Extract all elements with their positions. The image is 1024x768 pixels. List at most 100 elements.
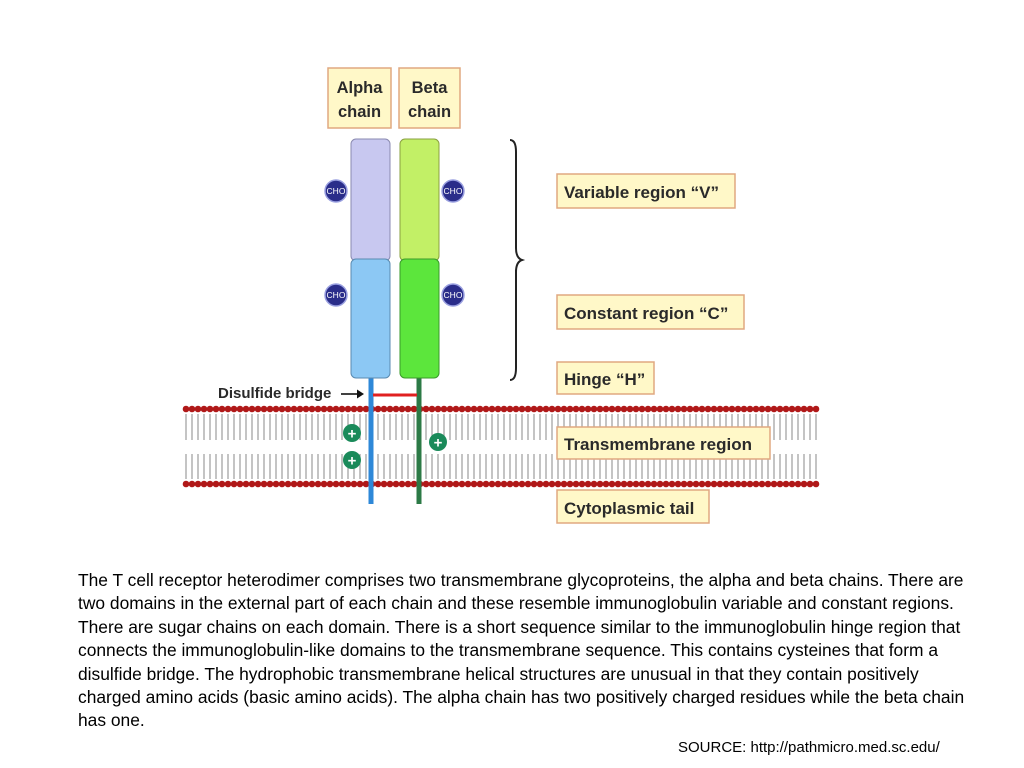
svg-text:chain: chain [338, 103, 381, 121]
lipid-head [338, 405, 346, 413]
lipid-head [428, 480, 436, 488]
lipid-head [602, 405, 610, 413]
lipid-head [710, 405, 718, 413]
lipid-head [458, 405, 466, 413]
lipid-head [734, 405, 742, 413]
lipid-head [260, 405, 268, 413]
lipid-head [230, 405, 238, 413]
lipid-head [740, 405, 748, 413]
lipid-head [290, 480, 298, 488]
lipid-head [680, 405, 688, 413]
lipid-head [764, 405, 772, 413]
lipid-head [626, 405, 634, 413]
lipid-head [518, 405, 526, 413]
lipid-head [224, 405, 232, 413]
svg-text:Cytoplasmic tail: Cytoplasmic tail [564, 499, 694, 518]
lipid-head [644, 480, 652, 488]
lipid-head [494, 480, 502, 488]
lipid-head [314, 405, 322, 413]
lipid-head [800, 480, 808, 488]
lipid-head [716, 480, 724, 488]
lipid-head [326, 405, 334, 413]
lipid-head [776, 405, 784, 413]
svg-text:+: + [348, 426, 357, 443]
lipid-head [302, 405, 310, 413]
svg-text:Hinge “H”: Hinge “H” [564, 370, 645, 389]
lipid-head [614, 480, 622, 488]
lipid-head [722, 405, 730, 413]
lipid-head [302, 480, 310, 488]
lipid-head [632, 480, 640, 488]
lipid-head [422, 480, 430, 488]
lipid-head [794, 405, 802, 413]
svg-text:Alpha: Alpha [337, 79, 384, 97]
lipid-head [596, 480, 604, 488]
lipid-head [680, 480, 688, 488]
lipid-head [488, 405, 496, 413]
lipid-head [362, 480, 370, 488]
lipid-head [686, 405, 694, 413]
lipid-head [380, 480, 388, 488]
lipid-head [338, 480, 346, 488]
lipid-head [356, 480, 364, 488]
svg-text:Variable region “V”: Variable region “V” [564, 183, 719, 202]
lipid-head [254, 480, 262, 488]
lipid-head [392, 405, 400, 413]
lipid-head [548, 405, 556, 413]
variable-region-label: Variable region “V” [556, 173, 736, 209]
lipid-head [644, 405, 652, 413]
lipid-head [524, 405, 532, 413]
alpha-variable-domain [350, 138, 391, 262]
positive-charge-alpha-1: + [343, 424, 361, 443]
lipid-head [590, 480, 598, 488]
lipid-head [278, 480, 286, 488]
svg-text:CHO: CHO [327, 290, 346, 300]
lipid-head [752, 405, 760, 413]
lipid-head [626, 480, 634, 488]
lipid-head [464, 480, 472, 488]
lipid-head [434, 480, 442, 488]
lipid-head [704, 480, 712, 488]
hinge-label: Hinge “H” [556, 361, 655, 395]
cho-sugar-alpha-constant: CHO [324, 283, 348, 307]
lipid-head [236, 480, 244, 488]
svg-text:Beta: Beta [412, 79, 449, 97]
lipid-head [764, 480, 772, 488]
svg-text:+: + [348, 453, 357, 470]
lipid-head [386, 480, 394, 488]
lipid-head [482, 480, 490, 488]
lipid-head [344, 405, 352, 413]
lipid-head [194, 480, 202, 488]
lipid-head [578, 480, 586, 488]
lipid-head [590, 405, 598, 413]
lipid-head [266, 480, 274, 488]
lipid-head [392, 480, 400, 488]
lipid-heads-outer [182, 405, 820, 413]
lipid-head [200, 480, 208, 488]
lipid-head [464, 405, 472, 413]
lipid-head [554, 480, 562, 488]
lipid-head [548, 480, 556, 488]
lipid-head [758, 405, 766, 413]
lipid-head [242, 405, 250, 413]
lipid-head [698, 480, 706, 488]
lipid-head [668, 405, 676, 413]
constant-region-label: Constant region “C” [556, 294, 745, 330]
lipid-head [422, 405, 430, 413]
lipid-head [404, 405, 412, 413]
lipid-head [494, 405, 502, 413]
lipid-head [596, 405, 604, 413]
lipid-heads-inner [182, 480, 820, 488]
lipid-head [206, 480, 214, 488]
lipid-head [752, 480, 760, 488]
caption-text: The T cell receptor heterodimer comprise… [78, 570, 965, 731]
lipid-head [806, 405, 814, 413]
lipid-head [536, 480, 544, 488]
svg-text:Constant region “C”: Constant region “C” [564, 304, 728, 323]
lipid-head [506, 480, 514, 488]
lipid-head [812, 405, 820, 413]
lipid-head [278, 405, 286, 413]
lipid-head [584, 480, 592, 488]
lipid-head [230, 480, 238, 488]
lipid-head [770, 480, 778, 488]
